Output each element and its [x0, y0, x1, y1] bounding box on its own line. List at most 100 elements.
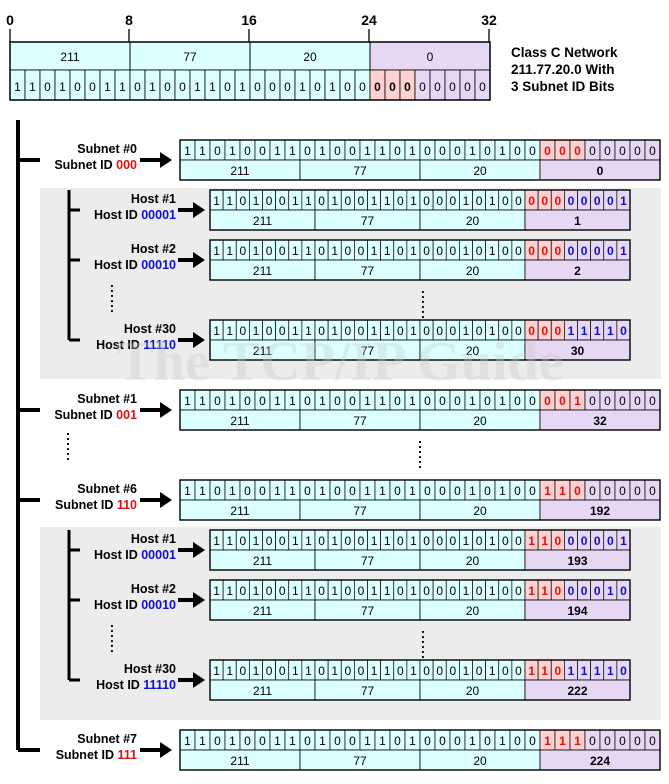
bit-value: 1 [379, 394, 386, 408]
ellipsis-dot: : [421, 295, 426, 311]
octet-value: 211 [230, 504, 249, 518]
octet-value: 211 [253, 344, 272, 358]
host-arrow [178, 202, 205, 218]
bit-value: 0 [266, 324, 273, 338]
bit-value: 0 [269, 80, 276, 94]
bit-value: 0 [515, 244, 522, 258]
bit-value: 0 [259, 144, 266, 158]
bit-value: 1 [541, 584, 548, 598]
bit-value: 0 [423, 664, 430, 678]
ellipsis-dot: : [110, 289, 115, 305]
bit-value: 0 [634, 144, 641, 158]
octet-value: 30 [571, 344, 585, 358]
bit-value: 0 [266, 244, 273, 258]
bit-value: 0 [239, 584, 246, 598]
bit-value: 0 [239, 664, 246, 678]
bit-value: 1 [213, 584, 220, 598]
bit-value: 0 [423, 584, 430, 598]
bit-value: 1 [409, 734, 416, 748]
bit-value: 0 [304, 484, 311, 498]
bit-value: 0 [344, 584, 351, 598]
bit-value: 0 [454, 484, 461, 498]
bit-value: 0 [358, 194, 365, 208]
bit-value: 0 [559, 144, 566, 158]
bit-value: 1 [384, 244, 391, 258]
bit-value: 1 [410, 324, 417, 338]
ellipsis-dot: : [418, 455, 423, 471]
bit-value: 0 [449, 534, 456, 548]
octet-value: 1 [574, 214, 581, 228]
bit-value: 1 [410, 664, 417, 678]
bit-value: 1 [319, 734, 326, 748]
bit-value: 0 [476, 664, 483, 678]
bit-value: 0 [244, 144, 251, 158]
bit-value: 1 [274, 484, 281, 498]
bit-value: 0 [484, 394, 491, 408]
bit-value: 0 [515, 324, 522, 338]
bit-value: 1 [184, 144, 191, 158]
bit-value: 0 [541, 244, 548, 258]
bit-value: 1 [213, 194, 220, 208]
bit-value: 0 [649, 394, 656, 408]
bit-value: 1 [409, 484, 416, 498]
bit-value: 0 [349, 394, 356, 408]
bit-value: 1 [226, 534, 233, 548]
bit-value: 0 [554, 324, 561, 338]
bit-value: 1 [213, 244, 220, 258]
bit-value: 0 [454, 144, 461, 158]
bit-value: 0 [266, 534, 273, 548]
bit-value: 0 [604, 394, 611, 408]
label-id: Subnet ID 000 [54, 158, 137, 172]
octet-value: 77 [353, 164, 367, 178]
bit-value: 1 [329, 80, 336, 94]
bit-value: 1 [199, 394, 206, 408]
bit-value: 1 [226, 664, 233, 678]
bit-value: 0 [344, 80, 351, 94]
bit-value: 0 [344, 534, 351, 548]
ellipsis-dot: : [421, 305, 426, 321]
bit-value: 1 [594, 324, 601, 338]
bit-value: 1 [229, 734, 236, 748]
bit-value: 0 [554, 664, 561, 678]
bit-value: 0 [594, 584, 601, 598]
bit-value: 0 [436, 194, 443, 208]
octet-value: 77 [353, 754, 367, 768]
bit-value: 1 [239, 80, 246, 94]
bit-value: 0 [359, 80, 366, 94]
octet-value: 20 [466, 604, 480, 618]
bit-value: 1 [463, 664, 470, 678]
bit-value: 0 [259, 734, 266, 748]
ellipsis-dot: : [421, 635, 426, 651]
bit-value: 1 [469, 734, 476, 748]
bit-value: 1 [292, 194, 299, 208]
label-title: Host #1 [131, 192, 176, 206]
bit-value: 0 [541, 194, 548, 208]
bit-value: 1 [226, 244, 233, 258]
octet-value: 211 [253, 554, 272, 568]
octet-value: 20 [473, 414, 487, 428]
bit-value: 0 [529, 734, 536, 748]
label-id: Host ID 11110 [96, 678, 176, 692]
bit-value: 0 [634, 394, 641, 408]
bit-value: 0 [484, 734, 491, 748]
bit-value: 0 [358, 324, 365, 338]
bit-value: 0 [394, 394, 401, 408]
bit-value: 0 [502, 664, 509, 678]
bit-value: 1 [463, 324, 470, 338]
label-title: Host #1 [131, 532, 176, 546]
bit-value: 0 [239, 534, 246, 548]
bit-value: 0 [554, 534, 561, 548]
bit-value: 0 [619, 394, 626, 408]
bit-value: 0 [649, 484, 656, 498]
bit-value: 1 [371, 534, 378, 548]
ellipsis-dot: : [421, 285, 426, 301]
bit-value: 0 [634, 484, 641, 498]
bit-value: 1 [620, 194, 627, 208]
bit-value: 0 [318, 194, 325, 208]
bit-value: 0 [304, 394, 311, 408]
bit-value: 1 [184, 734, 191, 748]
octet-value: 77 [361, 264, 375, 278]
